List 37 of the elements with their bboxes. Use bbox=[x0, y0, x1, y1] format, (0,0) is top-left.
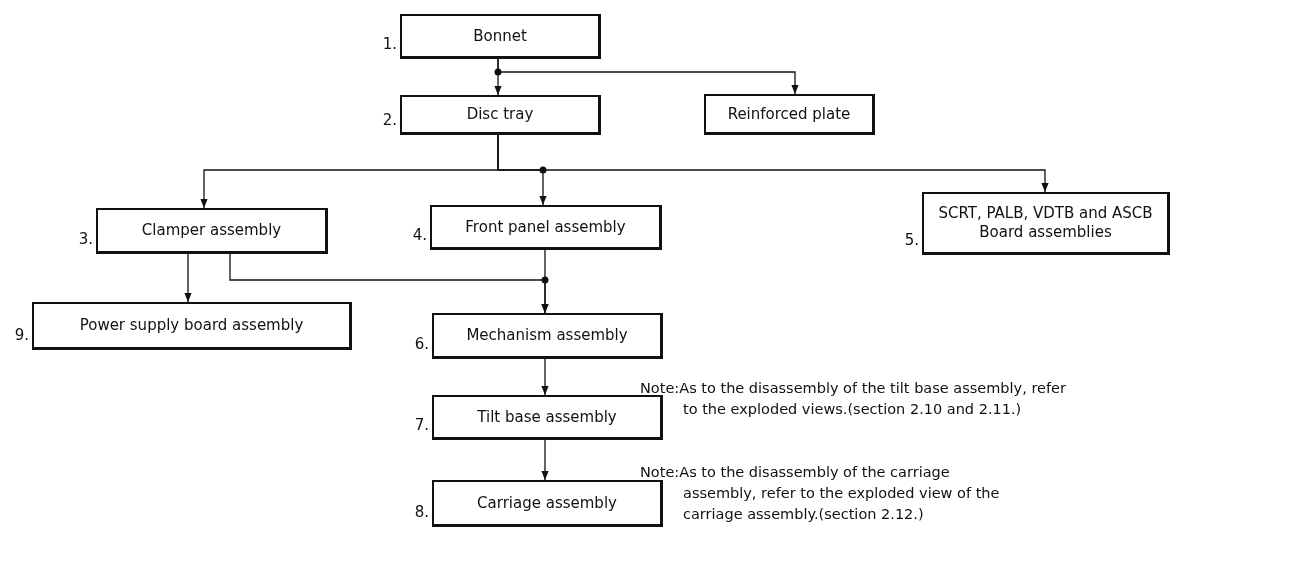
step-number: 8. bbox=[414, 503, 429, 521]
box-label: Clamper assembly bbox=[140, 221, 283, 240]
step-number: 6. bbox=[414, 335, 429, 353]
note-text: Note:As to the disassembly of the tilt base assembly, refer to the exploded views.(section 2.10 and 2.11.) bbox=[640, 379, 1067, 419]
box-label: Bonnet bbox=[472, 26, 528, 46]
process-box bbox=[32, 302, 352, 350]
box-label: Reinforced plate bbox=[726, 104, 852, 124]
process-box bbox=[432, 480, 663, 527]
step-number: 9. bbox=[14, 326, 29, 344]
step-number: 7. bbox=[414, 416, 429, 434]
box-label: Mechanism assembly bbox=[465, 326, 629, 345]
process-box bbox=[922, 192, 1170, 255]
box-label: SCRT, PALB, VDTB and ASCB Board assemblies bbox=[937, 204, 1154, 242]
step-number: 1. bbox=[382, 35, 397, 53]
process-box bbox=[432, 395, 663, 440]
connector-arrow bbox=[541, 439, 549, 481]
note-text: Note:As to the disassembly of the carriage assembly, refer to the exploded view of the carriage assembly.(section 2.12.) bbox=[640, 463, 1001, 525]
process-box bbox=[400, 14, 601, 59]
box-label: Tilt base assembly bbox=[476, 407, 618, 427]
step-number: 5. bbox=[904, 231, 919, 249]
process-box bbox=[96, 208, 328, 254]
process-box bbox=[432, 313, 663, 359]
process-box bbox=[430, 205, 662, 250]
connector-arrow bbox=[497, 58, 799, 95]
box-label: Power supply board assembly bbox=[78, 316, 305, 335]
connector-arrow bbox=[497, 134, 1049, 193]
step-number: 4. bbox=[412, 226, 427, 244]
box-label: Disc tray bbox=[465, 105, 535, 124]
step-number: 3. bbox=[78, 230, 93, 248]
step-number: 2. bbox=[382, 111, 397, 129]
connector-arrow bbox=[184, 253, 192, 303]
box-label: Front panel assembly bbox=[464, 217, 627, 237]
process-box bbox=[704, 94, 875, 135]
connector-arrow bbox=[541, 358, 549, 396]
connector-arrow bbox=[541, 249, 549, 314]
process-box bbox=[400, 95, 601, 135]
box-label: Carriage assembly bbox=[476, 493, 618, 513]
